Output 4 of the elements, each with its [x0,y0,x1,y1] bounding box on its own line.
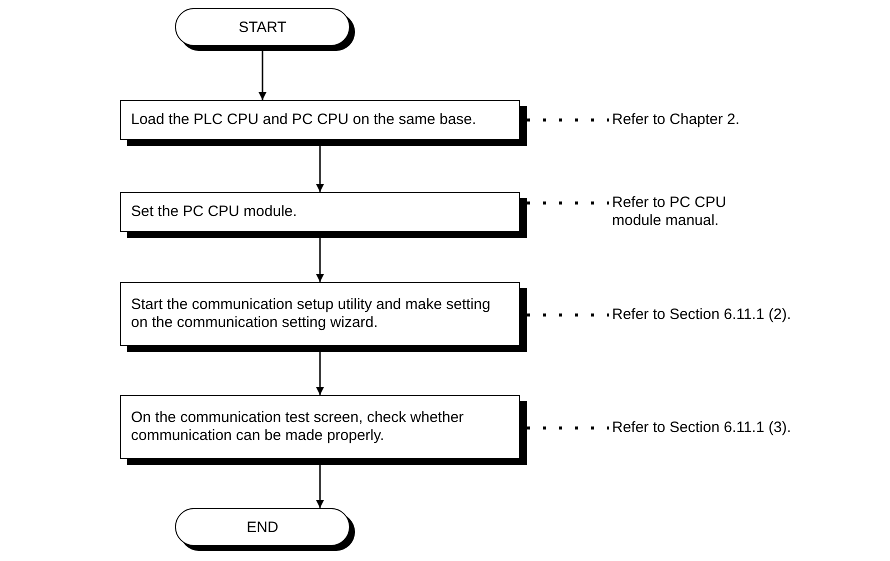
reference-note: Refer to PC CPU module manual. [612,194,752,230]
reference-note: Refer to Chapter 2. [612,111,812,129]
reference-note: Refer to Section 6.11.1 (3). [612,419,888,437]
reference-note: Refer to Section 6.11.1 (2). [612,306,888,324]
